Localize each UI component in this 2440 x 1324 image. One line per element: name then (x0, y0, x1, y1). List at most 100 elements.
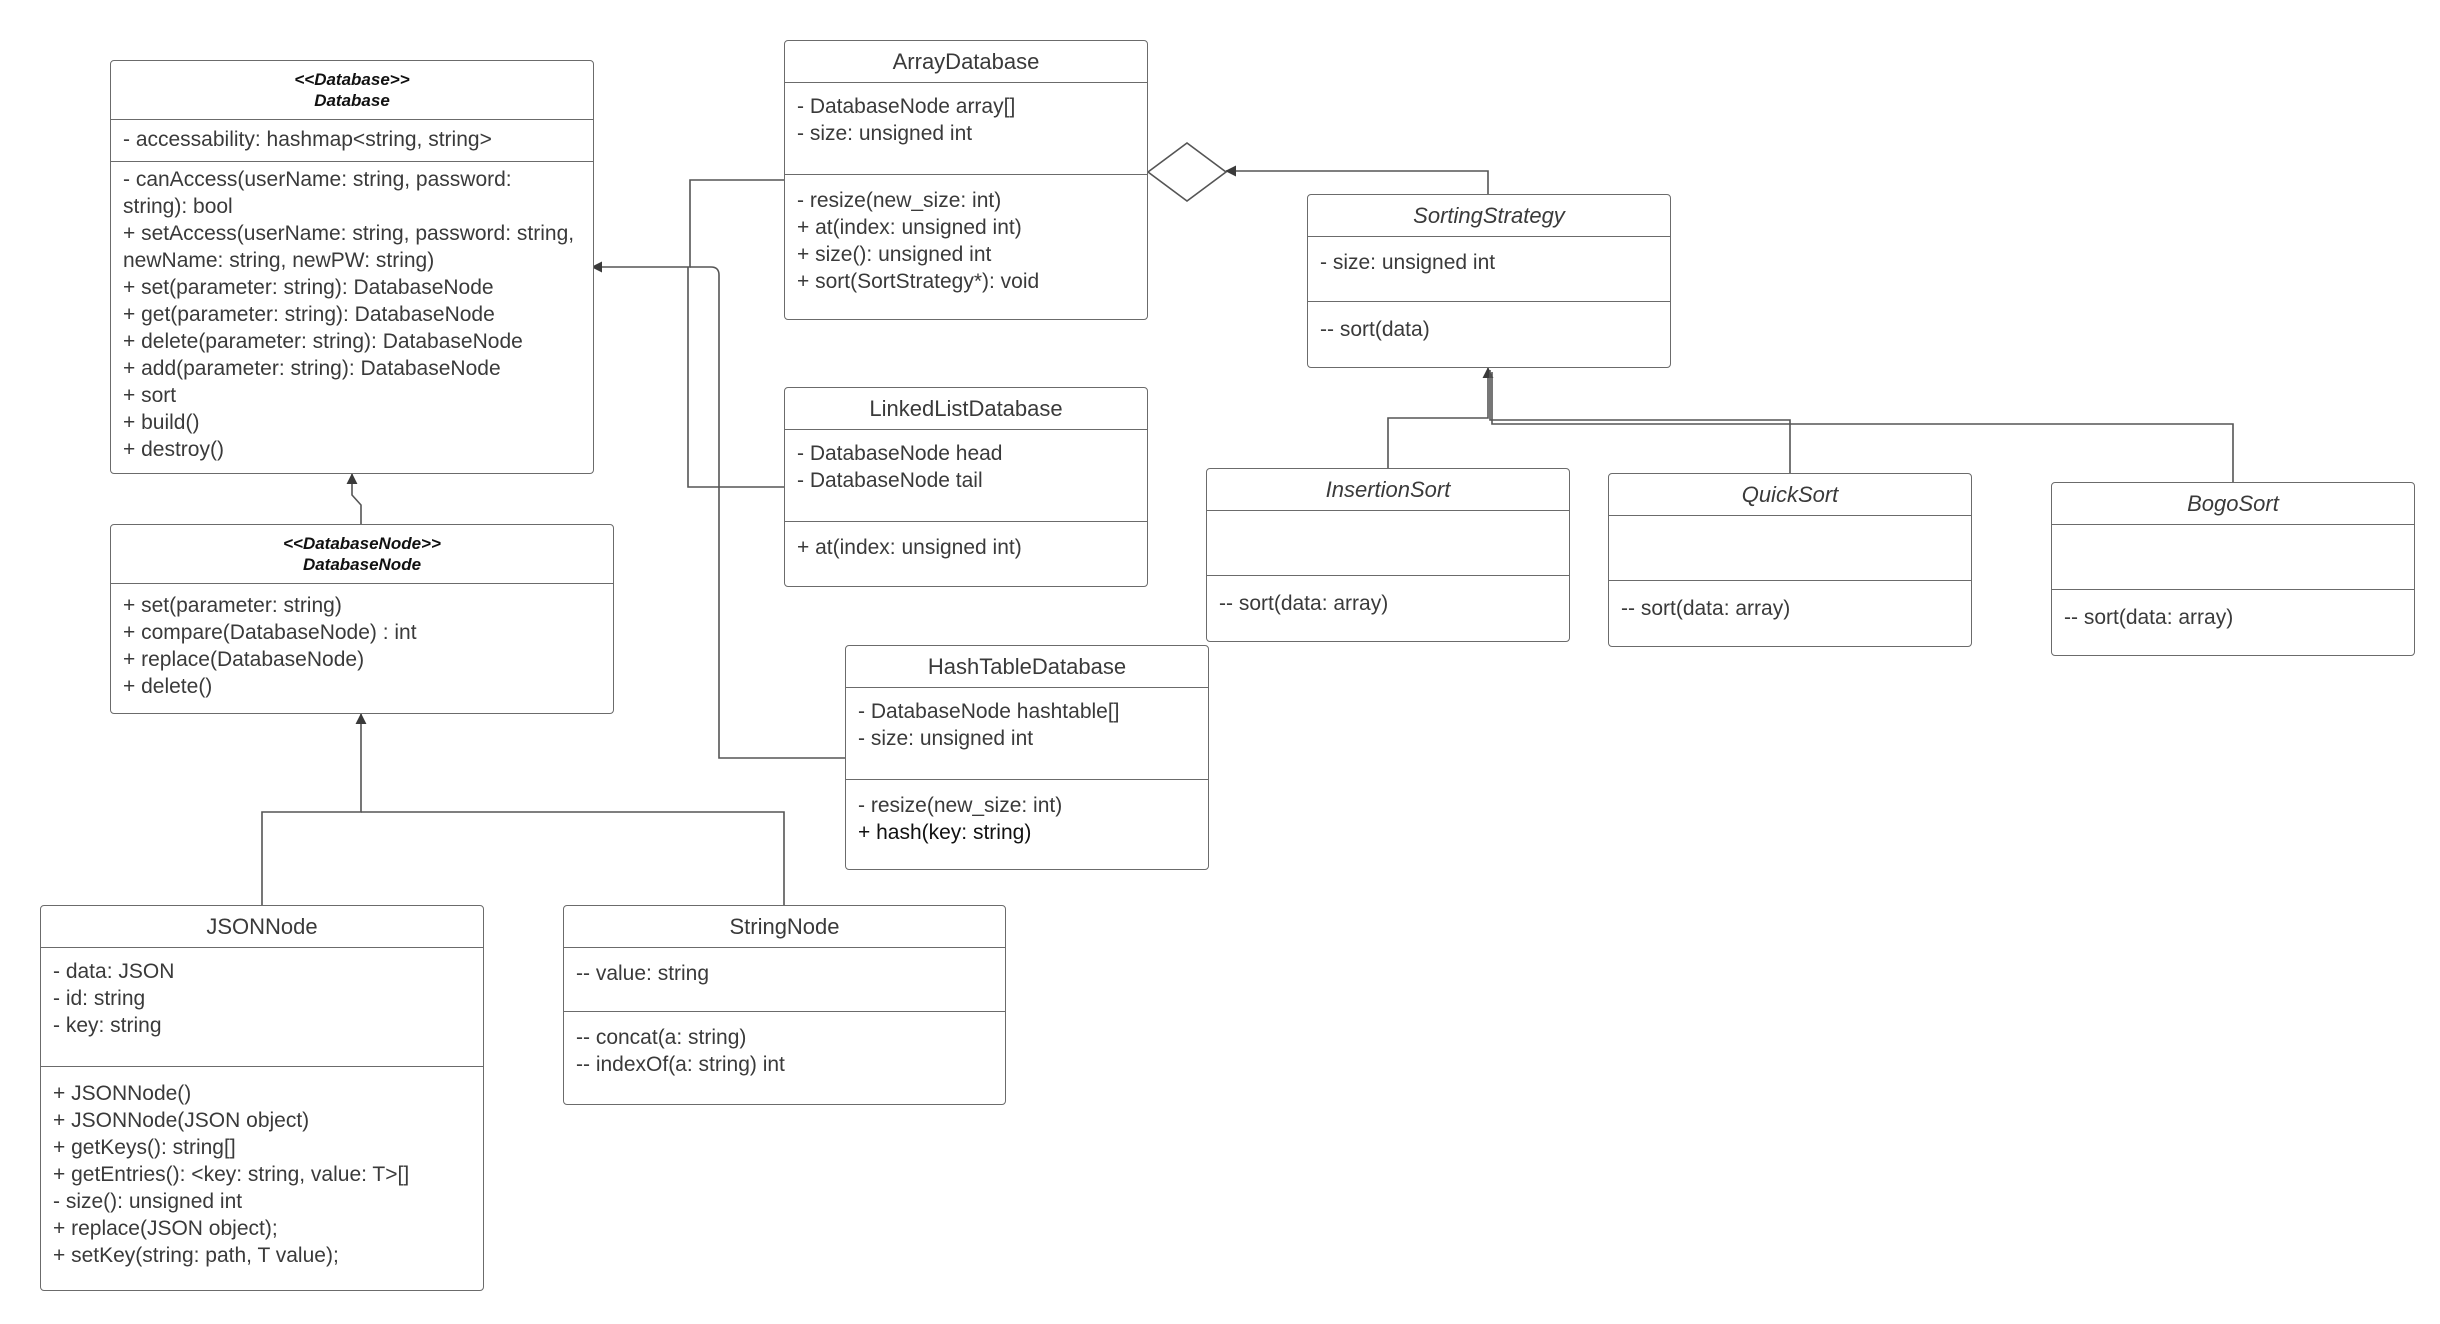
json-node-header: JSONNode (41, 906, 483, 948)
method: + replace(DatabaseNode) (123, 648, 365, 671)
method: + replace(JSON object); (53, 1217, 278, 1240)
linked-list-database-header: LinkedListDatabase (785, 388, 1147, 430)
bogo-sort-header: BogoSort (2052, 483, 2414, 525)
array-database-class[interactable]: ArrayDatabase - DatabaseNode array[] - s… (784, 40, 1148, 320)
method: + sort (123, 384, 177, 407)
method: + JSONNode(JSON object) (53, 1109, 310, 1132)
database-node-header: <<DatabaseNode>> DatabaseNode (111, 525, 613, 584)
method: + JSONNode() (53, 1082, 192, 1105)
string-node-name: StringNode (729, 913, 840, 939)
attribute: - DatabaseNode hashtable[] (858, 700, 1120, 723)
connector-quicksort-to-strategy (1489, 370, 1791, 473)
sorting-strategy-class[interactable]: SortingStrategy - size: unsigned int -- … (1307, 194, 1671, 368)
array-database-header: ArrayDatabase (785, 41, 1147, 83)
method: + destroy() (123, 438, 224, 461)
method: + at(index: unsigned int) (797, 216, 1022, 239)
database-node-class[interactable]: <<DatabaseNode>> DatabaseNode + set(para… (110, 524, 614, 714)
bogo-sort-class[interactable]: BogoSort -- sort(data: array) (2051, 482, 2415, 656)
database-header: <<Database>> Database (111, 61, 593, 120)
string-node-methods: -- concat(a: string) -- indexOf(a: strin… (564, 1012, 1005, 1087)
attribute: - accessability: hashmap<string, string> (123, 128, 492, 151)
sorting-strategy-methods: -- sort(data) (1308, 302, 1670, 352)
insertion-sort-header: InsertionSort (1207, 469, 1569, 511)
attribute: - key: string (53, 1014, 162, 1037)
aggregation-diamond (1146, 142, 1228, 202)
database-class[interactable]: <<Database>> Database - accessability: h… (110, 60, 594, 474)
connector-jsonnode-to-databasenode (261, 713, 367, 905)
method: + set(parameter: string) (123, 594, 342, 617)
quick-sort-class[interactable]: QuickSort -- sort(data: array) (1608, 473, 1972, 647)
json-node-methods: + JSONNode() + JSONNode(JSON object) + g… (41, 1067, 483, 1278)
insertion-sort-class[interactable]: InsertionSort -- sort(data: array) (1206, 468, 1570, 642)
attribute: - size: unsigned int (1320, 251, 1496, 274)
bogo-sort-attributes (2052, 525, 2414, 590)
method: -- sort(data) (1320, 318, 1430, 341)
json-node-attributes: - data: JSON - id: string - key: string (41, 948, 483, 1067)
method: + add(parameter: string): DatabaseNode (123, 357, 501, 380)
method: -- concat(a: string) (576, 1026, 747, 1049)
array-database-name: ArrayDatabase (892, 48, 1040, 74)
attribute: - data: JSON (53, 960, 175, 983)
database-stereotype: <<Database>> (294, 69, 410, 89)
quick-sort-attributes (1609, 516, 1971, 581)
database-name: Database (314, 91, 390, 110)
attribute: -- value: string (576, 962, 710, 985)
connector-linkedlist-to-database (687, 267, 784, 488)
attribute: - size: unsigned int (797, 122, 973, 145)
attribute: - DatabaseNode tail (797, 469, 983, 492)
connector-arraydb-to-database (591, 179, 784, 273)
connector-stringnode-to-databasenode (361, 811, 785, 905)
method: - size(): unsigned int (53, 1190, 243, 1213)
connector-insertionsort-to-strategy (1387, 367, 1494, 468)
method: - canAccess(userName: string, password: … (123, 168, 512, 218)
quick-sort-header: QuickSort (1609, 474, 1971, 516)
method: - resize(new_size: int) (797, 189, 1002, 212)
method: + hash(key: string) (858, 821, 1032, 844)
hash-table-database-header: HashTableDatabase (846, 646, 1208, 688)
insertion-sort-name: InsertionSort (1325, 476, 1451, 502)
string-node-attributes: -- value: string (564, 948, 1005, 1012)
sorting-strategy-name: SortingStrategy (1413, 202, 1565, 228)
hash-table-database-attributes: - DatabaseNode hashtable[] - size: unsig… (846, 688, 1208, 780)
method: + setAccess(userName: string, password: … (123, 222, 575, 272)
array-database-attributes: - DatabaseNode array[] - size: unsigned … (785, 83, 1147, 175)
method: -- sort(data: array) (1219, 592, 1389, 615)
attribute: - size: unsigned int (858, 727, 1034, 750)
method: -- sort(data: array) (1621, 597, 1791, 620)
method: + get(parameter: string): DatabaseNode (123, 303, 495, 326)
method: + build() (123, 411, 200, 434)
json-node-name: JSONNode (206, 913, 318, 939)
method: -- indexOf(a: string) int (576, 1053, 785, 1076)
method: + delete(parameter: string): DatabaseNod… (123, 330, 523, 353)
linked-list-database-class[interactable]: LinkedListDatabase - DatabaseNode head -… (784, 387, 1148, 587)
method: + delete() (123, 675, 213, 698)
method: + at(index: unsigned int) (797, 536, 1022, 559)
connector-strategy-to-arraydb (1225, 165, 1489, 194)
method: -- sort(data: array) (2064, 606, 2234, 629)
method: + getKeys(): string[] (53, 1136, 236, 1159)
connector-hashtable-to-database (690, 266, 845, 759)
connector-bogosort-to-strategy (1491, 372, 2234, 482)
hash-table-database-methods: - resize(new_size: int) + hash(key: stri… (846, 780, 1208, 855)
hash-table-database-class[interactable]: HashTableDatabase - DatabaseNode hashtab… (845, 645, 1209, 870)
quick-sort-name: QuickSort (1741, 481, 1839, 507)
database-attributes: - accessability: hashmap<string, string> (111, 120, 593, 162)
json-node-class[interactable]: JSONNode - data: JSON - id: string - key… (40, 905, 484, 1291)
insertion-sort-methods: -- sort(data: array) (1207, 576, 1569, 626)
bogo-sort-methods: -- sort(data: array) (2052, 590, 2414, 640)
quick-sort-methods: -- sort(data: array) (1609, 581, 1971, 631)
attribute: - DatabaseNode head (797, 442, 1003, 465)
method: + compare(DatabaseNode) : int (123, 621, 417, 644)
array-database-methods: - resize(new_size: int) + at(index: unsi… (785, 175, 1147, 304)
method: + size(): unsigned int (797, 243, 992, 266)
sorting-strategy-attributes: - size: unsigned int (1308, 237, 1670, 302)
method: + setKey(string: path, T value); (53, 1244, 339, 1267)
linked-list-database-methods: + at(index: unsigned int) (785, 522, 1147, 570)
method: - resize(new_size: int) (858, 794, 1063, 817)
hash-table-database-name: HashTableDatabase (927, 653, 1127, 679)
method: + set(parameter: string): DatabaseNode (123, 276, 494, 299)
string-node-class[interactable]: StringNode -- value: string -- concat(a:… (563, 905, 1006, 1105)
string-node-header: StringNode (564, 906, 1005, 948)
method: + getEntries(): <key: string, value: T>[… (53, 1163, 410, 1186)
